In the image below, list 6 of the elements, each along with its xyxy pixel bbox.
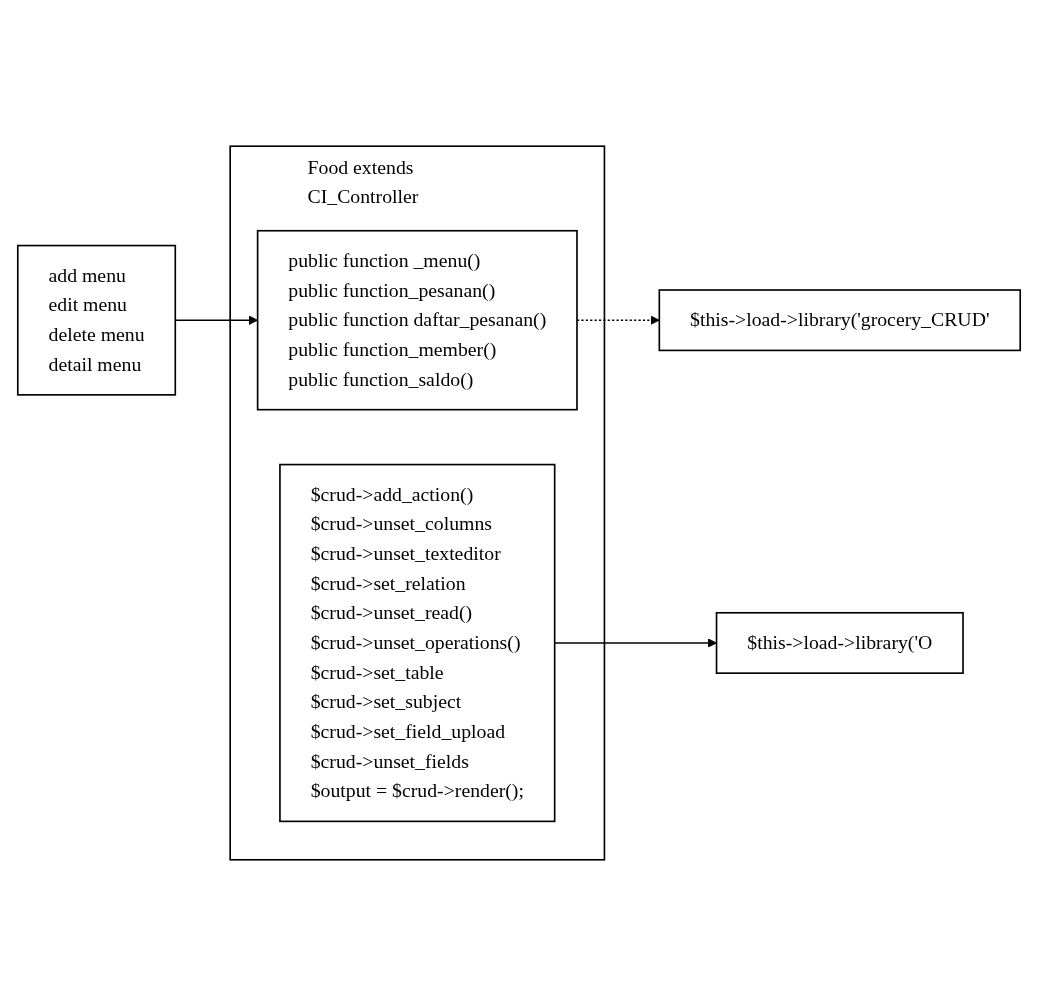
node-box: public function _menu() public function_pesanan() public function daftar_pesanan() public function_member() public function_saldo() [256,229,578,411]
node-box: $this->load->library('grocery_CRUD' [658,289,1022,352]
arrow [576,315,660,326]
node-box: $this->load->library('O [715,611,964,674]
node-box: $crud->add_action() $crud->unset_columns $crud->unset_texteditor $crud->set_relation $crud->unset_read() $crud->unset_operations() $crud->set_table $crud->set_subject $crud->set_field_upload $crud->unset_fields $output = $crud->render(); [279,463,556,823]
node-box: add menu edit menu delete menu detail menu [16,244,177,396]
